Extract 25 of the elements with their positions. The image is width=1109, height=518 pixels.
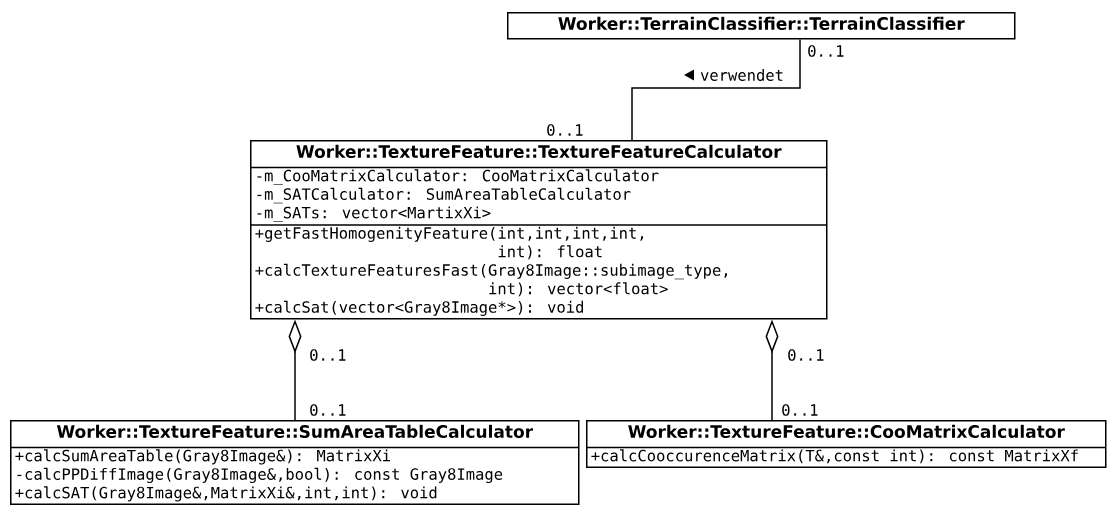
class-attribute: +calcSAT(Gray8Image&,MatrixXi&,int,int): void [15,486,437,502]
class-method: +getFastHomogenityFeature(int,int,int,int, int): float [255,226,644,260]
class-box [10,420,580,505]
class-attribute: -m_CooMatrixCalculator: CooMatrixCalculator [257,169,659,185]
multiplicity-label: 0..1 [310,404,346,416]
multiplicity-label: 0..1 [808,45,844,57]
association-line [631,38,801,141]
multiplicity-label: 0..1 [310,349,346,361]
class-attribute: -calcPPDiffImage(Gray8Image&,bool): const Gray8Image [17,467,503,483]
class-name: Worker::TextureFeature::SumAreaTableCalculator [56,424,534,438]
class-name: Worker::TextureFeature::TextureFeatureCalculator [296,144,782,158]
class-method: +calcTextureFeaturesFast(Gray8Image::subimage_type, int): vector<float> [255,263,727,297]
class-attribute: +calcCooccurenceMatrix(T&,const int): const MatrixXf [591,449,1078,464]
edge-label: verwendet [700,69,783,81]
class-name: Worker::TerrainClassifier::TerrainClassifier [558,16,965,30]
multiplicity-label: 0..1 [782,404,818,416]
multiplicity-label: 0..1 [788,349,824,361]
class-name: Worker::TextureFeature::CooMatrixCalculator [628,424,1065,438]
class-attribute: -m_SATs: vector<MartixXi> [257,206,491,222]
class-method: +calcSat(vector<Gray8Image*>): void [255,300,583,316]
class-box [507,12,1016,40]
class-box [586,420,1107,468]
class-attribute: +calcSumAreaTable(Gray8Image&): MatrixXi [15,449,391,465]
class-box [250,140,828,320]
class-attribute: -m_SATCalculator: SumAreaTableCalculator [257,187,631,204]
